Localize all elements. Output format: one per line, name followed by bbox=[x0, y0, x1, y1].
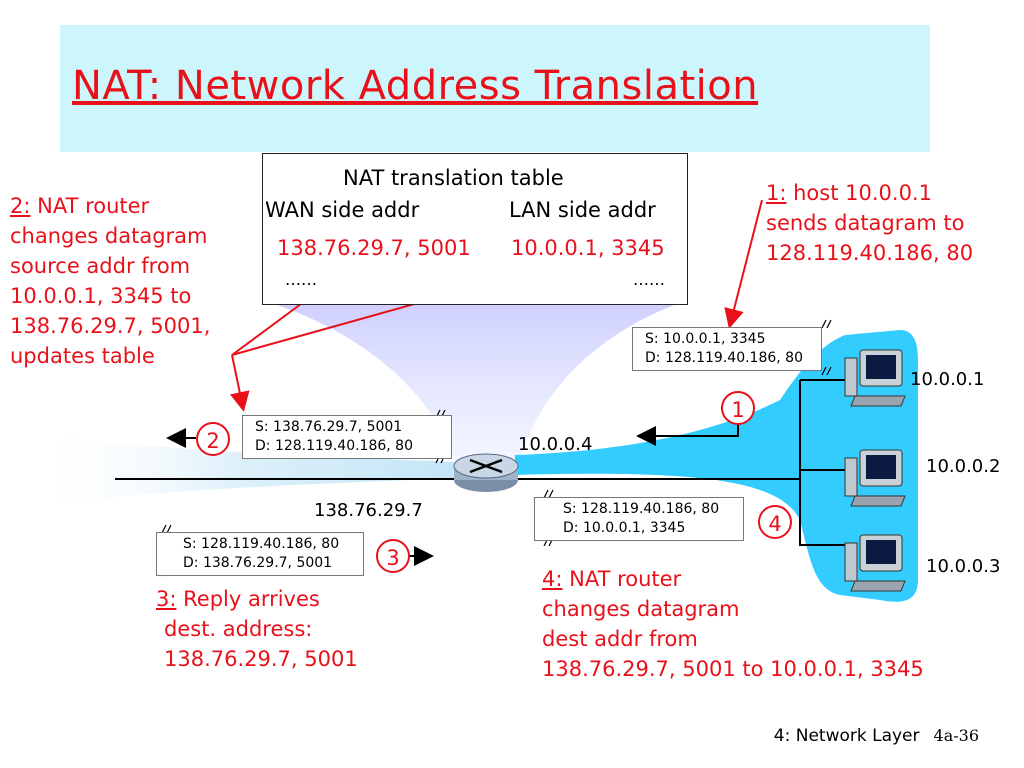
note-4-line: changes datagram bbox=[542, 597, 740, 621]
note-2-num: 2: bbox=[10, 194, 31, 218]
computer-icon-host3 bbox=[844, 534, 906, 592]
step-3-badge: 3 bbox=[376, 539, 410, 573]
note-1-line: sends datagram to bbox=[766, 211, 965, 235]
packet-source: S: 10.0.0.1, 3345 bbox=[645, 331, 766, 347]
host-3-address: 10.0.0.3 bbox=[926, 556, 1001, 577]
step-1-badge: 1 bbox=[721, 391, 755, 425]
lan-ellipsis: …… bbox=[633, 270, 665, 289]
wan-band bbox=[30, 430, 455, 510]
slide-footer: 4: Network Layer 4a-36 bbox=[774, 726, 979, 746]
note-4-line: NAT router bbox=[569, 567, 682, 591]
note-1-line: 128.119.40.186, 80 bbox=[766, 241, 974, 265]
note-2-line: updates table bbox=[10, 344, 155, 368]
step-4-badge: 4 bbox=[758, 505, 792, 539]
packet-2: S: 138.76.29.7, 5001 D: 128.119.40.186, … bbox=[242, 415, 452, 459]
lan-region bbox=[515, 330, 918, 602]
note-1-num: 1: bbox=[766, 181, 787, 205]
note-2-line: 10.0.0.1, 3345 to bbox=[10, 284, 192, 308]
router-wan-address: 138.76.29.7 bbox=[314, 500, 423, 521]
lan-bus bbox=[799, 379, 845, 546]
lan-cell: 10.0.0.1, 3345 bbox=[511, 236, 665, 260]
callout-arrow-1 bbox=[724, 199, 763, 329]
note-2-line: 138.76.29.7, 5001, bbox=[10, 314, 211, 338]
note-3-line: Reply arrives bbox=[183, 587, 320, 611]
wan-cell: 138.76.29.7, 5001 bbox=[277, 236, 471, 260]
packet-3: S: 128.119.40.186, 80 D: 138.76.29.7, 50… bbox=[156, 532, 364, 576]
packet-source: S: 138.76.29.7, 5001 bbox=[255, 419, 403, 435]
lan-header: LAN side addr bbox=[509, 198, 656, 222]
callout-arrow-2c bbox=[229, 354, 250, 412]
nat-translation-table: NAT translation table WAN side addr LAN … bbox=[262, 153, 688, 305]
note-2-line: NAT router bbox=[37, 194, 150, 218]
page-title: NAT: Network Address Translation bbox=[72, 63, 759, 109]
note-1: 1: host 10.0.0.1 sends datagram to 128.1… bbox=[766, 178, 973, 268]
note-4-line: dest addr from bbox=[542, 627, 698, 651]
host-2-address: 10.0.0.2 bbox=[926, 456, 1001, 477]
note-4-line: 138.76.29.7, 5001 to 10.0.0.1, 3345 bbox=[542, 657, 924, 681]
packet-1: S: 10.0.0.1, 3345 D: 128.119.40.186, 80 bbox=[632, 327, 822, 371]
packet-source: S: 128.119.40.186, 80 bbox=[183, 536, 340, 552]
packet-dest: D: 10.0.0.1, 3345 bbox=[563, 520, 686, 536]
chapter-label: 4: Network Layer bbox=[773, 726, 920, 746]
note-2-line: source addr from bbox=[10, 254, 191, 278]
note-3-num: 3: bbox=[156, 587, 177, 611]
router-lan-address: 10.0.0.4 bbox=[518, 434, 593, 455]
note-3: 3: Reply arrives dest. address: 138.76.2… bbox=[156, 584, 358, 674]
computer-icon-host2 bbox=[844, 449, 906, 507]
table-caption: NAT translation table bbox=[343, 166, 564, 190]
table-cone bbox=[262, 300, 688, 460]
step-2-badge: 2 bbox=[196, 422, 230, 456]
packet-4: S: 128.119.40.186, 80 D: 10.0.0.1, 3345 bbox=[534, 497, 744, 541]
computer-icon-host1 bbox=[844, 349, 906, 407]
note-4: 4: NAT router changes datagram dest addr… bbox=[542, 564, 924, 684]
router-icon bbox=[453, 453, 519, 492]
note-3-line: 138.76.29.7, 5001 bbox=[164, 647, 358, 671]
note-2: 2: NAT router changes datagram source ad… bbox=[10, 191, 210, 371]
note-3-line: dest. address: bbox=[164, 617, 313, 641]
page-number: 4a-36 bbox=[933, 726, 979, 745]
note-1-line: host 10.0.0.1 bbox=[793, 181, 932, 205]
wan-ellipsis: …… bbox=[285, 270, 317, 289]
packet-dest: D: 128.119.40.186, 80 bbox=[255, 438, 413, 454]
packet-source: S: 128.119.40.186, 80 bbox=[563, 501, 720, 517]
packet-dest: D: 138.76.29.7, 5001 bbox=[183, 555, 333, 571]
note-2-line: changes datagram bbox=[10, 224, 208, 248]
title-banner bbox=[60, 25, 930, 152]
wan-header: WAN side addr bbox=[265, 198, 420, 222]
packet-dest: D: 128.119.40.186, 80 bbox=[645, 350, 803, 366]
host-1-address: 10.0.0.1 bbox=[910, 369, 985, 390]
note-4-num: 4: bbox=[542, 567, 563, 591]
